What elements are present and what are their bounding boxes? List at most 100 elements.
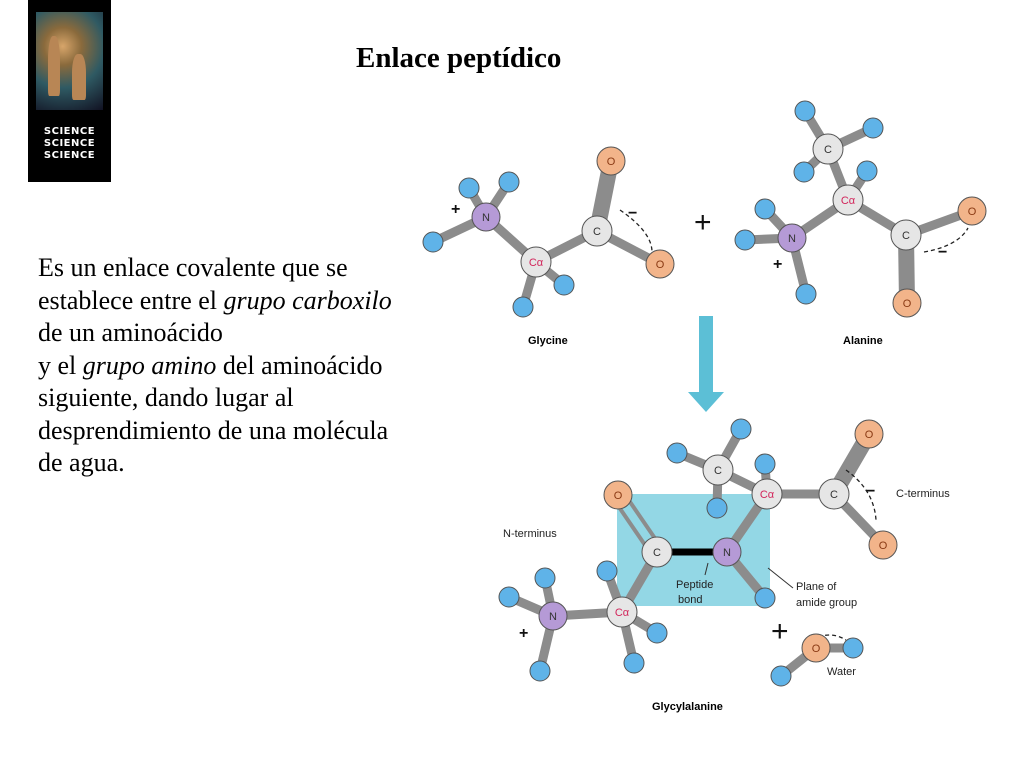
reaction-plus: + xyxy=(771,615,789,648)
arrow-shaft xyxy=(699,316,713,394)
plane-label-line2: amide group xyxy=(796,597,857,609)
atom-symbol: O xyxy=(865,429,874,441)
atom-symbol: Cα xyxy=(529,257,544,269)
oxygen-atom xyxy=(596,146,626,176)
atom-symbol: Cα xyxy=(615,607,630,619)
page-title: Enlace peptídico xyxy=(356,42,562,74)
peptide-bond-label-line1: Peptide xyxy=(676,579,713,591)
oxygen-atom xyxy=(957,196,987,226)
description-text: Es un enlace covalente que se establece … xyxy=(38,252,418,480)
hydrogen-atom xyxy=(706,497,728,519)
hydrogen-atom xyxy=(553,274,575,296)
resonance-dash xyxy=(923,227,969,253)
peptide-bond-label-line2: bond xyxy=(678,594,702,606)
desc-part: del aminoácido siguiente, dando lugar al… xyxy=(38,350,389,478)
hydrogen-atom xyxy=(793,161,815,183)
reaction-arrow xyxy=(688,316,724,412)
arrow-head xyxy=(688,392,724,412)
hydrogen-atom xyxy=(534,567,556,589)
atom-symbol: C xyxy=(593,226,601,238)
atom-symbol: O xyxy=(607,156,616,168)
nitrogen-atom xyxy=(471,202,501,232)
leader-lines xyxy=(704,562,794,589)
resonance-dash xyxy=(619,209,653,253)
hydrogen-atom xyxy=(498,171,520,193)
pillar-shape xyxy=(72,54,86,100)
atom-symbol: O xyxy=(879,540,888,552)
reaction-plus: + xyxy=(694,206,712,239)
atom-symbol: C xyxy=(653,547,661,559)
carbon-atom xyxy=(581,215,613,247)
resonance-dash xyxy=(845,469,877,521)
hydrogen-atom xyxy=(529,660,551,682)
desc-part: Es un enlace covalente que se establece … xyxy=(38,253,348,315)
desc-emphasis: grupo carboxilo xyxy=(223,285,392,315)
hydrogen-atom xyxy=(770,665,792,687)
atom-symbol: N xyxy=(723,547,731,559)
minus-charge: − xyxy=(938,244,947,261)
carbon-atom xyxy=(702,454,734,486)
atom-symbol: N xyxy=(788,233,796,245)
atom-symbol: O xyxy=(812,643,821,655)
leader-line xyxy=(704,562,709,576)
nitrogen-atom xyxy=(777,223,807,253)
hydrogen-atom xyxy=(498,586,520,608)
c-terminus-label: C-terminus xyxy=(896,488,950,500)
alpha-carbon-atom xyxy=(520,246,552,278)
glycine-label: Glycine xyxy=(528,335,568,347)
desc-part: y el xyxy=(38,350,83,380)
hydrogen-atom xyxy=(422,231,444,253)
alpha-carbon-atom xyxy=(606,596,638,628)
hydrogen-atom xyxy=(596,560,618,582)
hydrogen-atom xyxy=(734,229,756,251)
hydrogen-atom xyxy=(646,622,668,644)
leader-line xyxy=(767,567,794,589)
oxygen-atom xyxy=(892,288,922,318)
hydrogen-atom xyxy=(666,442,688,464)
atom-symbol: Cα xyxy=(760,489,775,501)
hydrogen-atom xyxy=(730,418,752,440)
atom-symbol: C xyxy=(902,230,910,242)
n-terminus-label: N-terminus xyxy=(503,528,557,540)
hydrogen-atom xyxy=(458,177,480,199)
alpha-carbon-atom xyxy=(751,478,783,510)
carbon-atom xyxy=(818,478,850,510)
nebula-image xyxy=(36,12,103,110)
oxygen-atom xyxy=(801,633,831,663)
hydrogen-atom xyxy=(754,198,776,220)
minus-charge: − xyxy=(628,205,637,222)
desc-part: de un aminoácido xyxy=(38,318,223,347)
atom-symbol: C xyxy=(830,489,838,501)
nitrogen-atom xyxy=(712,537,742,567)
hydrogen-atom xyxy=(842,637,864,659)
hydrogen-atom xyxy=(754,587,776,609)
carbon-atom xyxy=(890,219,922,251)
hydrogen-atom xyxy=(623,652,645,674)
water-label: Water xyxy=(827,666,856,678)
hydrogen-atom xyxy=(754,453,776,475)
hydrogen-atom xyxy=(856,160,878,182)
glycylalanine-label: Glycylalanine xyxy=(652,701,723,713)
hydrogen-atom xyxy=(794,100,816,122)
desc-emphasis: grupo amino xyxy=(82,350,217,380)
alpha-carbon-atom xyxy=(832,184,864,216)
hydrogen-atom xyxy=(512,296,534,318)
oxygen-atom xyxy=(854,419,884,449)
atom-symbol: O xyxy=(903,298,912,310)
oxygen-atom xyxy=(645,249,675,279)
atom-symbol: N xyxy=(549,611,557,623)
atom-symbol: O xyxy=(614,490,623,502)
plus-charge: + xyxy=(451,201,460,218)
nitrogen-atom xyxy=(538,601,568,631)
logo-word: SCIENCE xyxy=(43,126,96,137)
carbon-atom xyxy=(812,133,844,165)
minus-charge: − xyxy=(866,483,875,500)
atom-symbol: O xyxy=(968,206,977,218)
logo-word: SCIENCE xyxy=(43,138,96,149)
atom-symbol: N xyxy=(482,212,490,224)
hydrogen-atom xyxy=(862,117,884,139)
pillar-shape xyxy=(48,36,60,96)
atom-symbol: O xyxy=(656,259,665,271)
